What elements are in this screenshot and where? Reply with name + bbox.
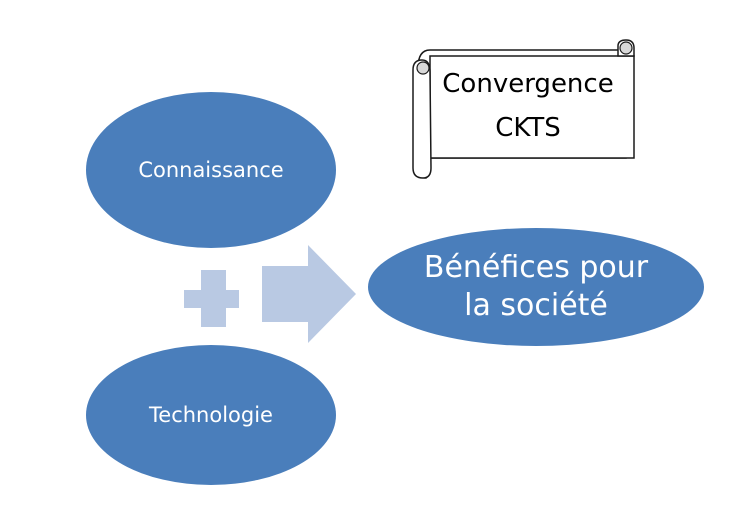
technology-node-shape [86,345,336,485]
banner-line2: CKTS [495,113,561,143]
benefits-node-shape [368,228,704,346]
benefits-label-line2: la société [464,288,608,323]
plus-icon [184,270,239,327]
scroll-banner-text: Convergence CKTS [432,58,624,154]
knowledge-node-shape [86,92,336,248]
benefits-label-line1: Bénéfices pour [423,250,649,285]
knowledge-node-label: Connaissance [138,158,284,182]
arrow-right-icon [262,245,356,343]
benefits-node-label: Bénéfices pour la société [368,228,704,346]
scroll-banner-shape [412,39,635,179]
technology-node-label: Technologie [149,403,273,427]
banner-line1: Convergence [442,69,614,99]
